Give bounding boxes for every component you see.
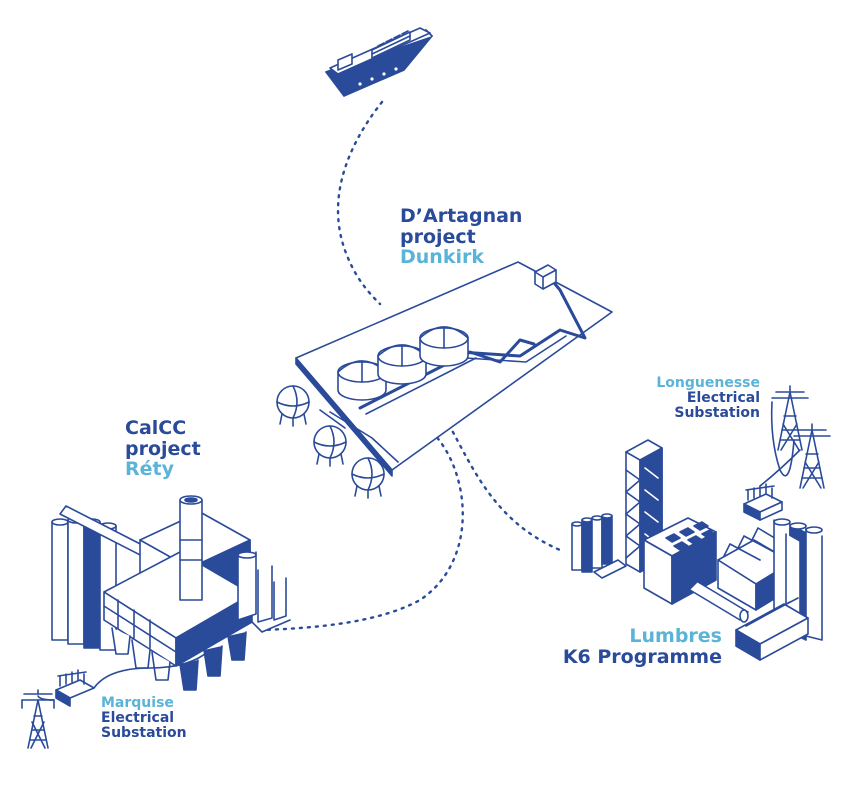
dartagnan-label: D’Artagnan project Dunkirk bbox=[400, 206, 522, 268]
route-terminal-to-rety bbox=[260, 430, 464, 632]
longuenesse-line3: Substation bbox=[674, 405, 760, 422]
power-pylon-icon bbox=[771, 385, 809, 451]
longuenesse-title: Longuenesse bbox=[656, 375, 760, 391]
longuenesse-line2: Electrical bbox=[686, 390, 760, 407]
calcc-title: CalCC bbox=[125, 417, 187, 439]
calcc-subtitle: project bbox=[125, 437, 201, 460]
lumbres-title: Lumbres bbox=[629, 625, 722, 647]
lng-terminal-icon bbox=[276, 261, 613, 499]
cargo-ship-icon bbox=[325, 27, 433, 97]
route-ship-to-terminal bbox=[336, 100, 384, 306]
longuenesse-pylons bbox=[770, 385, 831, 489]
route-terminal-to-lumbres bbox=[443, 416, 562, 552]
marquise-label: Marquise Electrical Substation bbox=[101, 695, 187, 742]
power-pylon-icon bbox=[21, 689, 55, 749]
power-pylon-icon bbox=[793, 423, 831, 489]
longuenesse-label: Longuenesse Electrical Substation bbox=[656, 375, 760, 422]
small-silos bbox=[571, 513, 627, 579]
calcc-location: Réty bbox=[125, 458, 174, 481]
dotted-routes bbox=[260, 100, 562, 632]
control-building bbox=[643, 517, 717, 605]
storage-tanks bbox=[337, 326, 469, 401]
marquise-line3: Substation bbox=[101, 725, 187, 742]
cement-plant-icon bbox=[51, 495, 291, 691]
electrical-substation-icon bbox=[37, 649, 211, 707]
dartagnan-title: D’Artagnan bbox=[400, 205, 523, 227]
marquise-title: Marquise bbox=[101, 695, 174, 711]
lumbres-label: Lumbres K6 Programme bbox=[563, 626, 722, 667]
spherical-tanks bbox=[276, 385, 385, 499]
calcc-label: CalCC project Réty bbox=[125, 418, 201, 480]
dartagnan-subtitle: project bbox=[400, 225, 476, 248]
industrial-plant-icon bbox=[571, 439, 823, 661]
warehouse bbox=[735, 597, 809, 661]
marquise-line2: Electrical bbox=[101, 710, 175, 727]
electrical-substation-icon bbox=[743, 449, 801, 521]
dartagnan-location: Dunkirk bbox=[400, 246, 484, 269]
lumbres-subtitle: K6 Programme bbox=[562, 645, 722, 668]
